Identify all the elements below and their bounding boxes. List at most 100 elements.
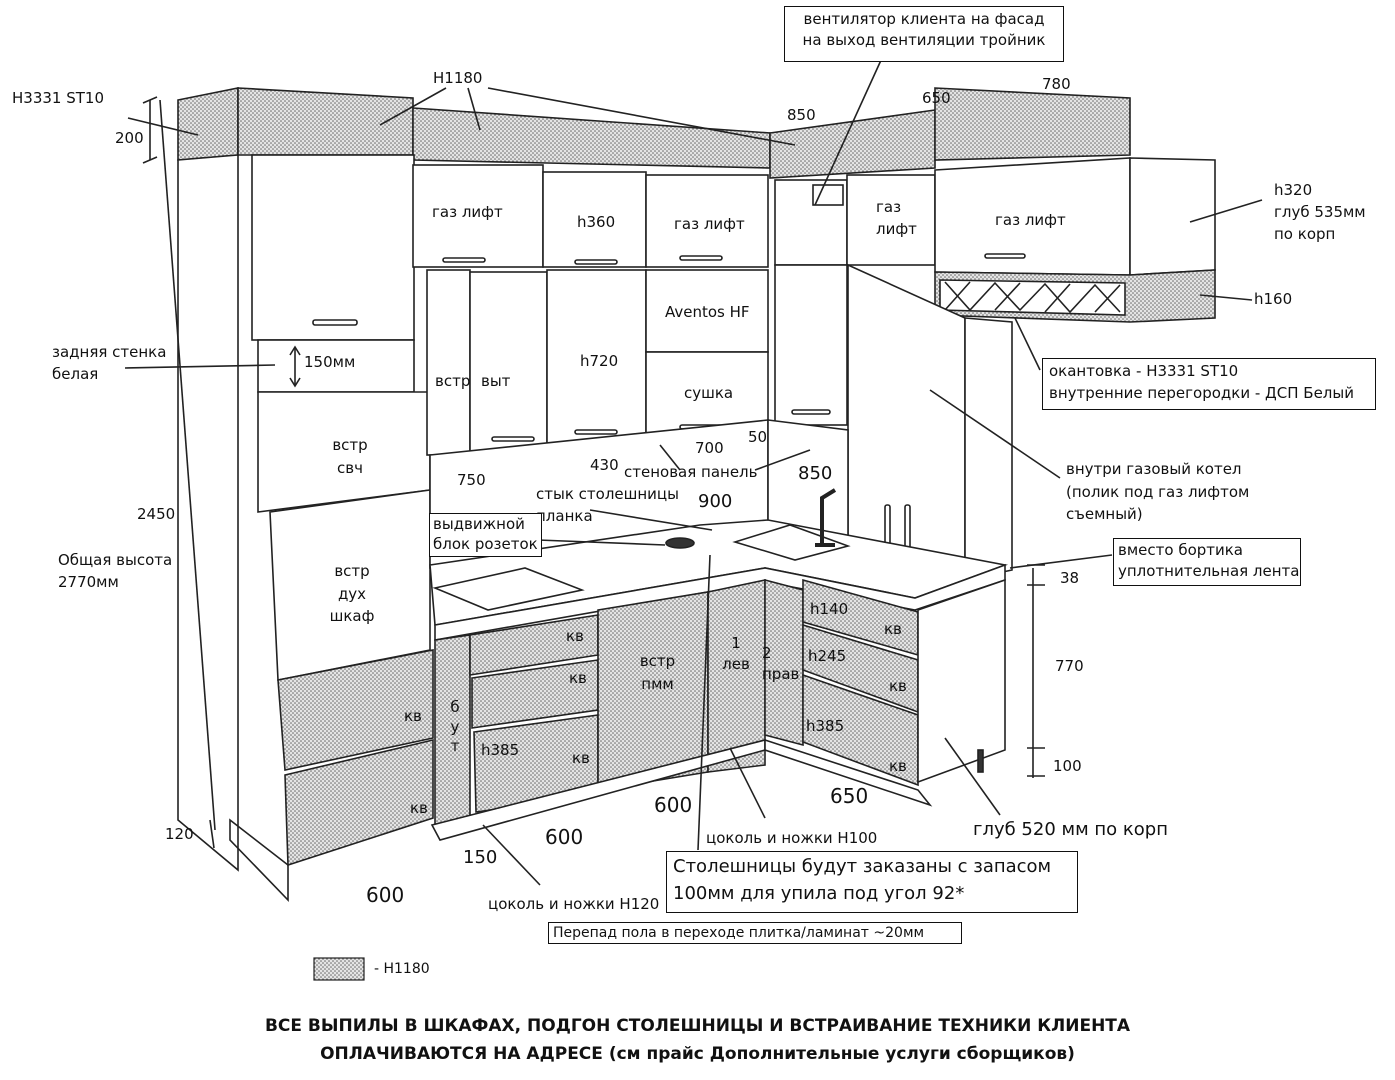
cornice-right — [934, 87, 1131, 161]
tall-plinth — [229, 818, 289, 902]
upper-aventos — [645, 269, 769, 353]
h360-label: h360 — [577, 213, 616, 231]
dim-100: 100 — [1053, 757, 1082, 775]
door-prav-label: 2 прав — [762, 643, 799, 685]
dishwasher-line1: встр — [639, 652, 676, 670]
h3331-label: H3331 ST10 — [12, 89, 104, 107]
but-letter-2: у — [450, 717, 460, 736]
dim-150: 150 — [463, 847, 498, 868]
vyt-label: выт — [481, 372, 511, 390]
base-right-side — [917, 578, 1006, 784]
h140-label: h140 — [810, 600, 849, 618]
boiler-note-line2: (полик под газ лифтом — [1066, 482, 1250, 501]
door-prav-line1: 2 — [762, 644, 772, 662]
floor-note: Перепад пола в переходе плитка/ламинат ~… — [548, 922, 962, 944]
legend-h1180: - H1180 — [374, 961, 430, 977]
dim-2450: 2450 — [137, 505, 176, 523]
dishwasher-line2: пмм — [641, 674, 674, 693]
base-door-prav — [764, 578, 804, 747]
h320-line2: глуб 535мм — [1274, 202, 1366, 221]
gas-lift-4-label: газ лифт — [995, 211, 1066, 229]
dim-600-b: 600 — [545, 825, 584, 849]
countertop-note-line1: Столешницы будут заказаны с запасом — [673, 856, 1052, 877]
wall-panel-label: стеновая панель — [624, 463, 758, 481]
boiler-side — [964, 317, 1013, 581]
boiler-note-line3: съемный) — [1066, 505, 1143, 523]
base-kv5: кв — [889, 677, 907, 695]
cooktop — [432, 567, 585, 611]
aventos-label: Aventos HF — [665, 303, 750, 321]
base-kv2: кв — [569, 669, 587, 687]
gas-lift-1-label: газ лифт — [432, 203, 503, 221]
dishwasher-label: встр пмм — [630, 650, 685, 695]
h320-line3: по корп — [1274, 224, 1336, 243]
edge-note: окантовка - H3331 ST10 внутренние перего… — [1042, 358, 1376, 410]
plinth-right — [764, 738, 933, 807]
but-letter-3: т — [450, 737, 460, 755]
upper-vyt — [469, 271, 548, 453]
base-kv6: кв — [889, 757, 907, 775]
boiler-cabinet — [847, 263, 966, 581]
base-kv3: кв — [572, 749, 590, 767]
door-lev-line2: лев — [722, 655, 750, 673]
ventilator-note-line2: на выход вентиляции тройник — [802, 31, 1046, 49]
tall-kv-top — [277, 649, 434, 771]
base-door-lev — [707, 579, 766, 773]
cornice-corner — [769, 109, 936, 179]
base-r-drawer-3 — [802, 673, 919, 787]
h160-label: h160 — [1254, 290, 1293, 308]
dim-150mm: 150мм — [304, 353, 356, 371]
cornice-780: 780 — [1042, 75, 1071, 93]
total-height-note: Общая высота 2770мм — [58, 550, 172, 594]
door-lev-line1: 1 — [731, 634, 741, 652]
socket-block — [665, 537, 695, 549]
base-kv1: кв — [566, 627, 584, 645]
countertop-note-line2: 100мм для упила под угол 92* — [673, 883, 965, 904]
seal-note: вместо бортика уплотнительная лента — [1113, 538, 1301, 586]
vstr-label: встр — [435, 372, 471, 390]
tall-column-side — [177, 87, 239, 161]
h320-line1: h320 — [1274, 181, 1313, 199]
gas-lift-2-label: газ лифт — [674, 215, 745, 233]
sushka-label: сушка — [684, 384, 734, 402]
gas-lift-3-line2: лифт — [876, 219, 917, 238]
dim-900: 900 — [698, 491, 733, 512]
back-wall-line1: задняя стенка — [52, 343, 167, 361]
faucet — [815, 488, 837, 547]
sink — [732, 524, 851, 561]
total-height-line2: 2770мм — [58, 572, 119, 591]
joint-label: стык столешницы планка — [536, 484, 679, 528]
dim-600-a: 600 — [654, 793, 693, 817]
h320-note: h320 глуб 535мм по корп — [1274, 180, 1366, 245]
socket-block-line1: выдвижной — [433, 515, 525, 533]
but-label: б у т — [447, 698, 463, 757]
dim-120: 120 — [165, 825, 194, 843]
upper-corner-lower — [774, 264, 848, 426]
upper-h720 — [546, 269, 647, 448]
plinth-h100-note: цоколь и ножки H100 — [706, 829, 878, 847]
dim-750: 750 — [457, 471, 486, 489]
footer-line2: ОПЛАЧИВАЮТСЯ НА АДРЕСЕ (см прайс Дополни… — [320, 1044, 1075, 1064]
total-height-line1: Общая высота — [58, 551, 173, 569]
tall-top-door — [251, 154, 415, 341]
plinth-h120-note: цоколь и ножки H120 — [488, 895, 660, 913]
tall-kv-bottom — [284, 738, 434, 867]
seal-note-line1: вместо бортика — [1118, 541, 1244, 559]
dim-770: 770 — [1055, 657, 1084, 675]
dim-650: 650 — [830, 784, 869, 808]
upper-gaslift-2 — [645, 174, 769, 268]
depth-520-note: глуб 520 мм по корп — [973, 819, 1168, 840]
dim-700: 700 — [695, 439, 724, 457]
legend-swatch — [313, 957, 365, 981]
ventilator-note-line1: вентилятор клиента на фасад — [803, 10, 1045, 28]
vent-grill — [812, 184, 844, 206]
socket-block-line2: блок розеток — [433, 534, 538, 553]
back-wall-line2: белая — [52, 364, 99, 383]
h720-label: h720 — [580, 352, 619, 370]
tall-kv-top-label: кв — [404, 707, 422, 725]
ventilator-note: вентилятор клиента на фасад на выход вен… — [784, 6, 1064, 62]
seal-note-line2: уплотнительная лента — [1118, 562, 1300, 580]
gas-lift-3-line1: газ — [876, 198, 902, 216]
